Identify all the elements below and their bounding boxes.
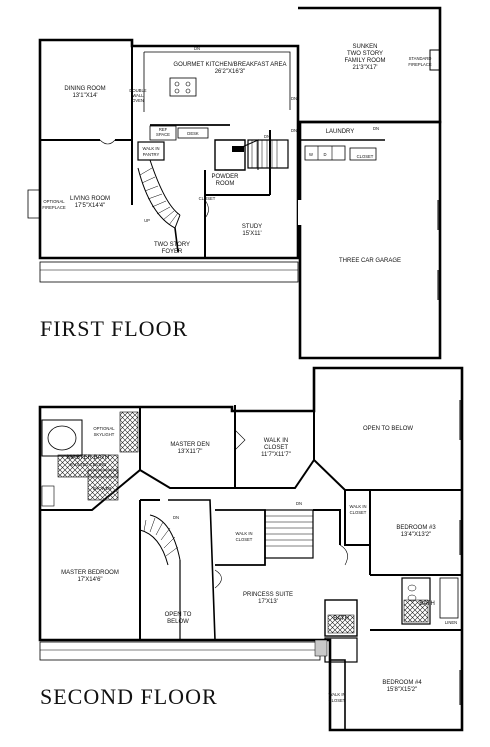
std-fireplace-l1: STANDARD [409,56,432,61]
closet-b-l1: WALK IN [235,531,252,536]
bedroom3-name: BEDROOM #3 [396,525,436,531]
first-floor-labels: GOURMET KITCHEN/BREAKFAST AREA 26'2"X16'… [42,44,431,264]
second-floor-plan [38,366,464,732]
living-name: LIVING ROOM [70,196,110,202]
washer-note: W [309,152,313,157]
second-floor-labels: MASTER DEN 13'X11'7" WALK IN CLOSET 11'7… [61,426,457,703]
bedroom4-name: BEDROOM #4 [382,680,422,686]
dn-note-e: DN [264,134,270,139]
family-name-l3: FAMILY ROOM [344,58,385,64]
dn-note-2a: DN [173,515,179,520]
opt-fireplace-l1: OPTIONAL [43,199,65,204]
open-to-below-stair-l2: BELOW [167,619,189,625]
opt-fireplace-l2: FIREPLACE [42,205,65,210]
skylight-note-l1: OPTIONAL [93,426,115,431]
skylight-note-l2: SKYLIGHT [94,432,115,437]
master-bedroom-size: 17'X14'6" [77,577,102,583]
linen-note: LINEN [445,620,457,625]
princess-name: PRINCESS SUITE [243,592,293,598]
bath-b-name: BATH [419,601,435,607]
pantry-note-l1: WALK IN [142,146,159,151]
powder-name-l1: POWDER [212,174,240,180]
open-to-below-stair-l1: OPEN TO [165,612,192,618]
std-fireplace-l2: FIREPLACE [408,62,431,67]
master-bath-sub: VAULTED CEILING [70,462,107,467]
living-size: 17'5"X14'4" [75,203,106,209]
closet-a-l2: CLOSET [350,510,367,515]
first-floor-plan [27,6,442,360]
family-name-l1: SUNKEN [352,44,377,50]
dn-note-b: DN [291,96,297,101]
foyer-name-l2: FOYER [162,249,183,255]
dining-size: 13'1"X14' [72,93,97,99]
walk-in-closet-name-l2: CLOSET [264,445,288,451]
closet-c-l1: WALK IN [328,692,345,697]
shower-note: SHOWER [93,486,112,491]
dn-note-2b: DN [296,501,302,506]
second-floor-title: SECOND FLOOR [40,684,218,709]
family-name-l2: TWO STORY [347,51,383,57]
pantry-note-l2: PANTRY [143,152,160,157]
kitchen-name: GOURMET KITCHEN/BREAKFAST AREA [173,62,286,68]
dining-name: DINING ROOM [64,86,105,92]
study-name: STUDY [242,224,262,230]
dn-note-c: DN [291,128,297,133]
walk-in-closet-size: 11'7"X11'7" [261,452,291,458]
closet-note-2: CLOSET [357,154,374,159]
laundry-name: LAUNDRY [326,129,355,135]
desk-note: DESK [187,131,199,136]
ref-note-l2: SPACE [156,132,170,137]
bath-a-name: BATH [333,616,349,622]
dn-note-d: DN [373,126,379,131]
dn-note-a: DN [194,46,200,51]
master-bath-name: MASTER BATH [67,455,109,461]
closet-a-l1: WALK IN [349,504,366,509]
master-den-size: 13'X11'7" [178,449,203,455]
princess-size: 17'X13' [258,599,278,605]
garage-name: THREE CAR GARAGE [339,258,401,264]
oven-note-l1: DOUBLE [129,88,146,93]
oven-note-l2: WALL [132,93,144,98]
closet-note: CLOSET [199,196,216,201]
study-size: 15'X11' [242,231,261,237]
dryer-note: D [323,152,326,157]
master-bedroom-name: MASTER BEDROOM [61,570,119,576]
open-to-below-top: OPEN TO BELOW [363,426,413,432]
closet-b-l2: CLOSET [236,537,253,542]
ref-note-l1: REF [159,127,168,132]
closet-c-l2: CLOSET [329,698,346,703]
oven-note-l3: OVEN [132,98,144,103]
first-floor-title: FIRST FLOOR [40,316,189,341]
family-size: 21'3"X17' [352,65,377,71]
master-den-name: MASTER DEN [170,442,209,448]
walk-in-closet-name-l1: WALK IN [264,438,288,444]
kitchen-size: 26'2"X16'3" [215,69,246,75]
powder-name-l2: ROOM [216,181,235,187]
bedroom3-size: 13'4"X13'2" [401,532,432,538]
up-note: UP [144,218,150,223]
bedroom4-size: 15'8"X15'2" [387,687,418,693]
foyer-name-l1: TWO STORY [154,242,190,248]
